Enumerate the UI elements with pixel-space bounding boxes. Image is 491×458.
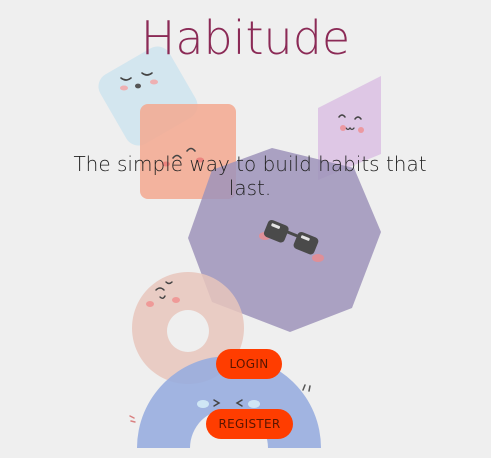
sunglasses-heptagon-mascot: [188, 148, 381, 332]
register-button[interactable]: REGISTER: [206, 409, 293, 439]
app-title: Habitude: [140, 11, 351, 65]
login-button[interactable]: LOGIN: [216, 349, 282, 379]
blushing-kite-mascot: [318, 76, 381, 180]
winking-donut-mascot: [132, 272, 245, 384]
tagline: The simple way to build habits that last…: [73, 152, 427, 200]
